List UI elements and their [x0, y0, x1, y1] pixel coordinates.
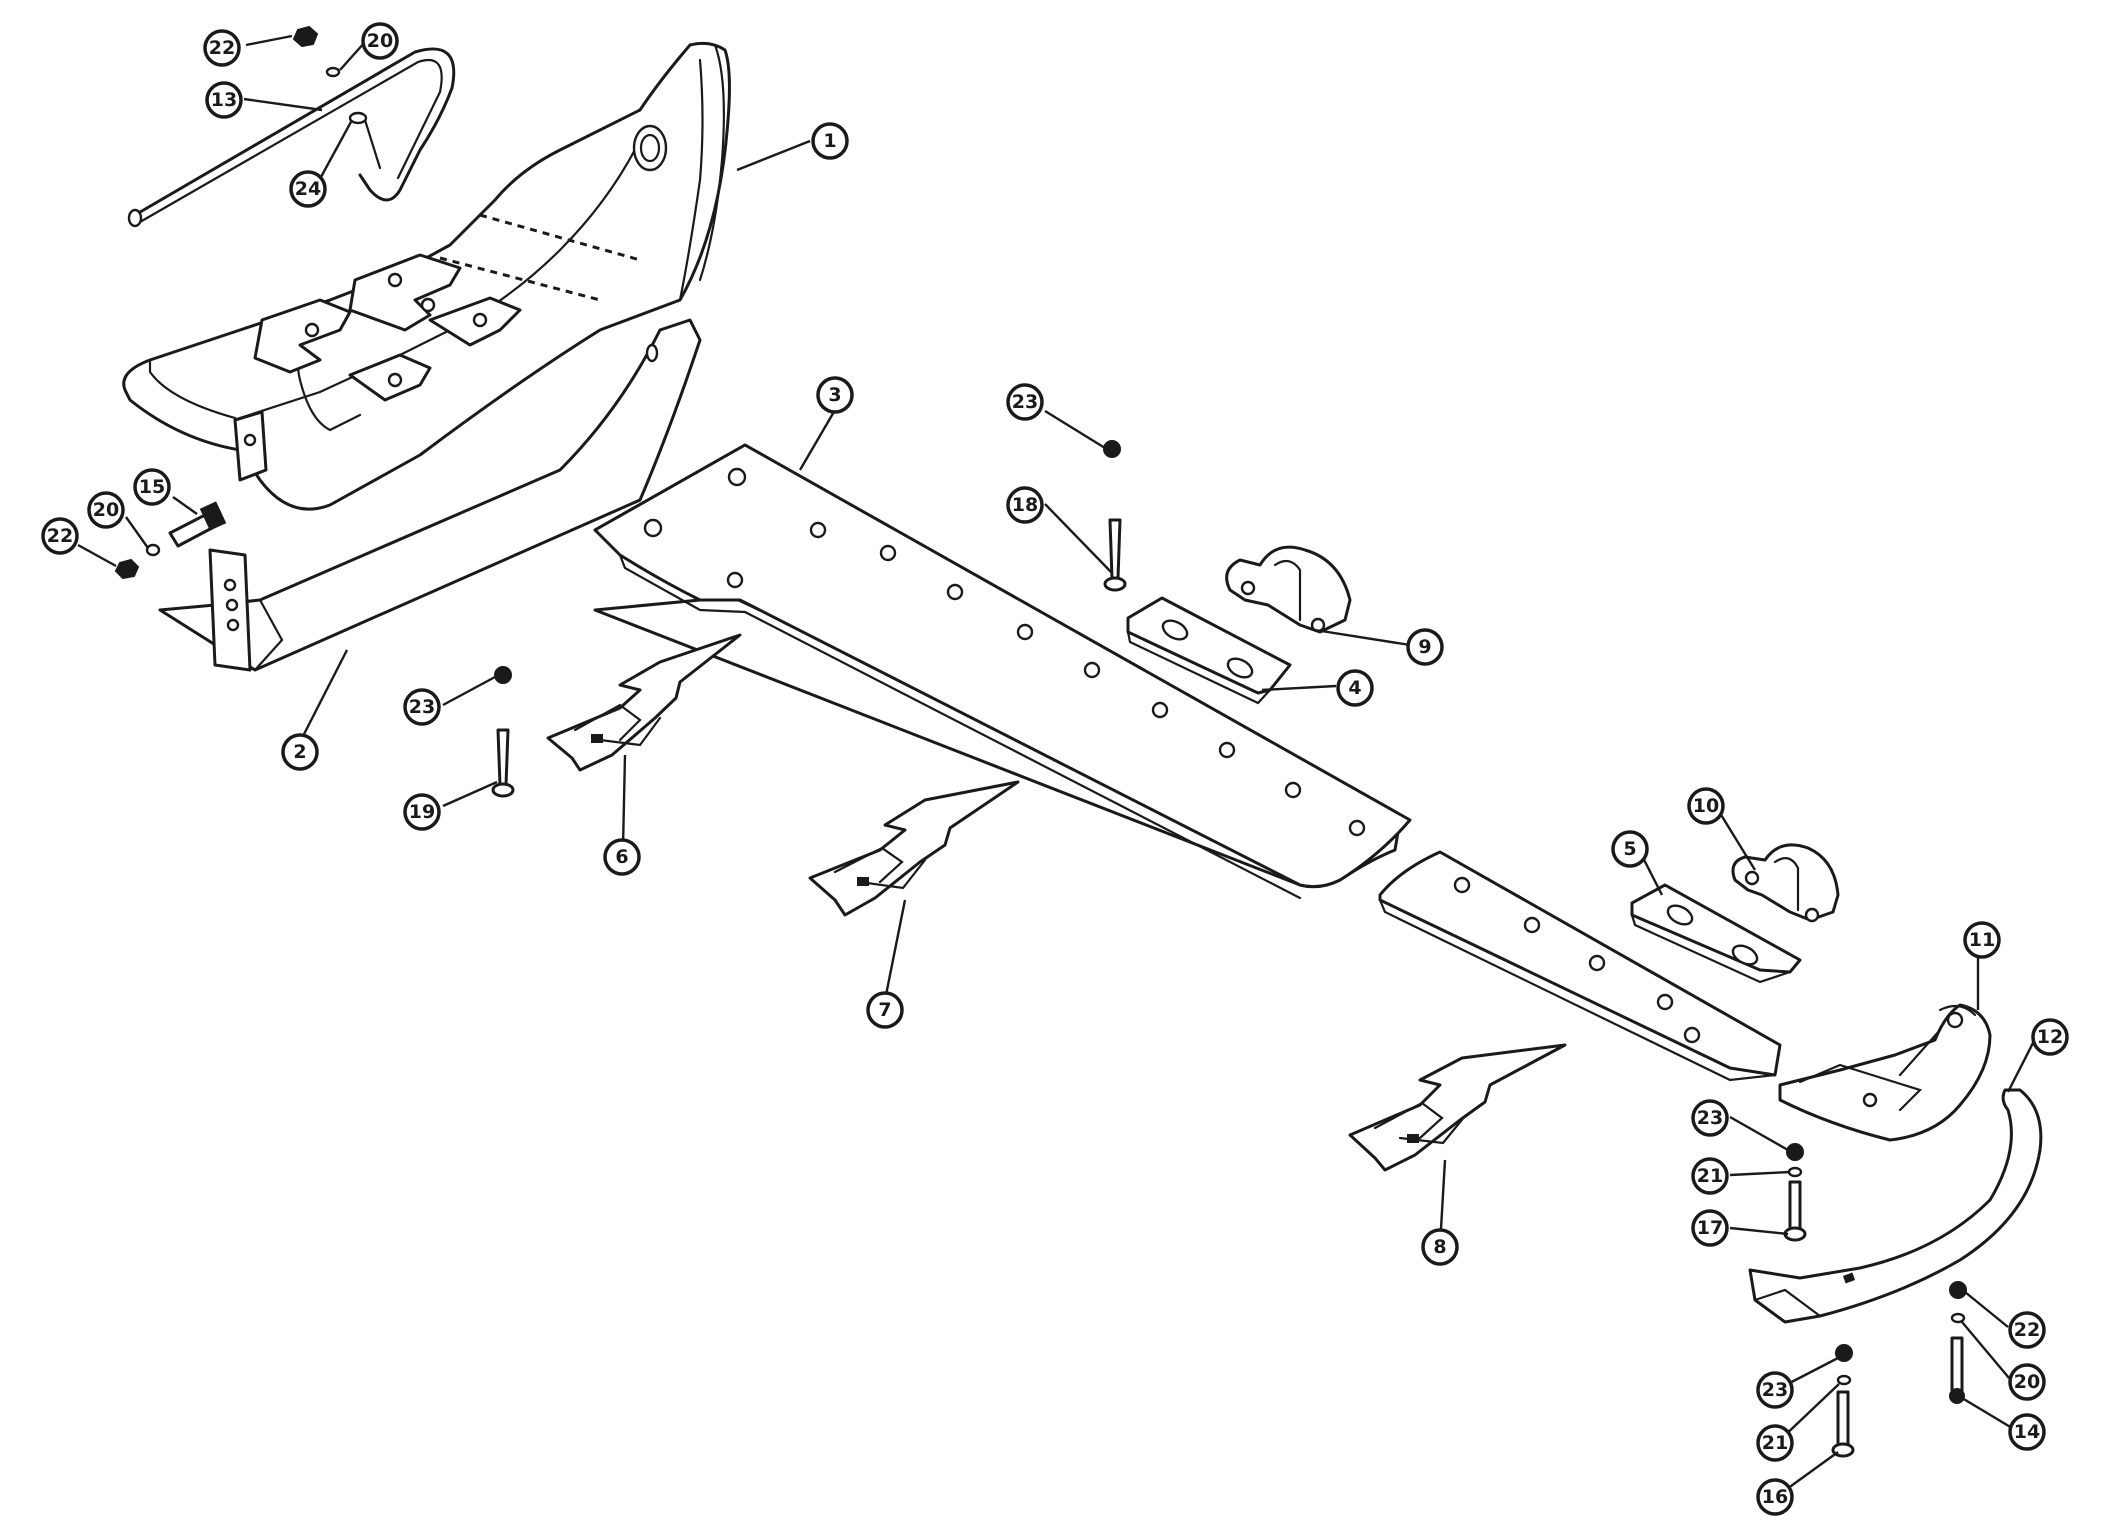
- svg-text:8: 8: [1433, 1236, 1446, 1258]
- part-21-washer-right-lower: [1836, 1374, 1852, 1386]
- part-20-washer-right: [1950, 1312, 1966, 1324]
- part-2-skid: [158, 318, 702, 672]
- callout-16: 16: [1756, 1478, 1794, 1516]
- callout-7: 7: [866, 991, 904, 1029]
- svg-text:16: 16: [1762, 1486, 1788, 1508]
- part-14-bolt: [1949, 1336, 1965, 1404]
- callout-23-center: 23: [1006, 383, 1044, 421]
- callout-3: 3: [816, 376, 854, 414]
- part-13-rod: [127, 47, 456, 228]
- part-12-shoe: [1748, 1088, 2043, 1324]
- callout-12: 12: [2031, 1018, 2069, 1056]
- svg-text:20: 20: [2014, 1371, 2040, 1393]
- svg-text:23: 23: [1697, 1107, 1723, 1129]
- callout-19: 19: [403, 793, 441, 831]
- svg-text:22: 22: [47, 525, 73, 547]
- part-6-guard: [546, 633, 742, 772]
- callout-23-right-lower: 23: [1756, 1371, 1794, 1409]
- part-20-washer-top: [325, 66, 341, 78]
- svg-text:20: 20: [367, 30, 393, 52]
- svg-text:5: 5: [1623, 838, 1636, 860]
- svg-text:1: 1: [823, 130, 836, 152]
- part-23-nut-left: [494, 666, 512, 684]
- svg-text:13: 13: [211, 89, 237, 111]
- callout-22-right: 22: [2008, 1311, 2046, 1349]
- part-7-guard: [808, 780, 1020, 917]
- callout-23-left: 23: [403, 688, 441, 726]
- svg-text:14: 14: [2014, 1421, 2040, 1443]
- callout-21-right-lower: 21: [1756, 1424, 1794, 1462]
- part-22-nut-top: [292, 25, 319, 48]
- svg-text:3: 3: [828, 384, 841, 406]
- callout-20-left: 20: [87, 491, 125, 529]
- callout-22-top: 22: [203, 29, 241, 67]
- svg-text:7: 7: [878, 999, 891, 1021]
- part-22-nut-left: [114, 558, 140, 580]
- svg-text:6: 6: [615, 846, 628, 868]
- callout-6: 6: [603, 838, 641, 876]
- svg-text:22: 22: [209, 37, 235, 59]
- svg-text:9: 9: [1418, 636, 1431, 658]
- part-20-washer-left: [145, 543, 161, 557]
- callout-4: 4: [1336, 669, 1374, 707]
- part-3-cutter-bar-right: [1378, 850, 1782, 1082]
- callout-22-left: 22: [41, 517, 79, 555]
- svg-text:21: 21: [1762, 1432, 1788, 1454]
- callout-9: 9: [1406, 628, 1444, 666]
- svg-text:18: 18: [1012, 494, 1038, 516]
- callout-20-top: 20: [361, 22, 399, 60]
- part-21-washer-right-upper: [1787, 1166, 1803, 1178]
- part-8-guard: [1348, 1043, 1567, 1172]
- callout-11: 11: [1963, 921, 2001, 959]
- part-11-casting: [1778, 1003, 1992, 1142]
- part-10-clip: [1731, 843, 1840, 923]
- svg-text:21: 21: [1697, 1165, 1723, 1187]
- callout-1: 1: [811, 122, 849, 160]
- part-4-plate: [1126, 596, 1292, 705]
- callout-15: 15: [133, 468, 171, 506]
- callout-20-right: 20: [2008, 1363, 2046, 1401]
- part-3-cutter-bar: [593, 443, 1412, 900]
- callout-17: 17: [1691, 1209, 1729, 1247]
- svg-text:15: 15: [139, 476, 165, 498]
- callouts: 22 20 13 24 1 15 20 22: [41, 22, 2069, 1516]
- callout-18: 18: [1006, 486, 1044, 524]
- callout-23-right-upper: 23: [1691, 1099, 1729, 1137]
- svg-text:23: 23: [1762, 1379, 1788, 1401]
- svg-text:12: 12: [2037, 1026, 2063, 1048]
- part-19-bolt: [491, 728, 515, 798]
- svg-text:24: 24: [295, 178, 321, 200]
- part-24-washer: [348, 111, 368, 125]
- part-15-bolt: [168, 501, 227, 548]
- svg-text:4: 4: [1348, 677, 1361, 699]
- svg-text:23: 23: [1012, 391, 1038, 413]
- part-9-clip: [1225, 545, 1352, 634]
- part-1-casting: [122, 41, 731, 511]
- svg-text:2: 2: [293, 741, 306, 763]
- part-23-nut-right-lower: [1835, 1344, 1853, 1362]
- svg-text:20: 20: [93, 499, 119, 521]
- callout-5: 5: [1611, 830, 1649, 868]
- callout-2: 2: [281, 733, 319, 771]
- part-23-nut-right-upper: [1786, 1143, 1804, 1161]
- callout-21-right-upper: 21: [1691, 1157, 1729, 1195]
- callout-24: 24: [289, 170, 327, 208]
- svg-text:11: 11: [1969, 929, 1995, 951]
- callout-14: 14: [2008, 1413, 2046, 1451]
- part-17-bolt: [1783, 1180, 1807, 1242]
- part-23-nut-center: [1103, 440, 1121, 458]
- part-18-bolt: [1103, 518, 1127, 592]
- part-5-plate: [1630, 883, 1802, 984]
- part-22-nut-right: [1949, 1281, 1967, 1299]
- svg-text:22: 22: [2014, 1319, 2040, 1341]
- svg-text:19: 19: [409, 801, 435, 823]
- svg-text:23: 23: [409, 696, 435, 718]
- callout-13: 13: [205, 81, 243, 119]
- part-16-bolt: [1831, 1390, 1855, 1458]
- callout-8: 8: [1421, 1228, 1459, 1266]
- callout-10: 10: [1687, 787, 1725, 825]
- svg-text:17: 17: [1697, 1217, 1723, 1239]
- svg-text:10: 10: [1693, 795, 1719, 817]
